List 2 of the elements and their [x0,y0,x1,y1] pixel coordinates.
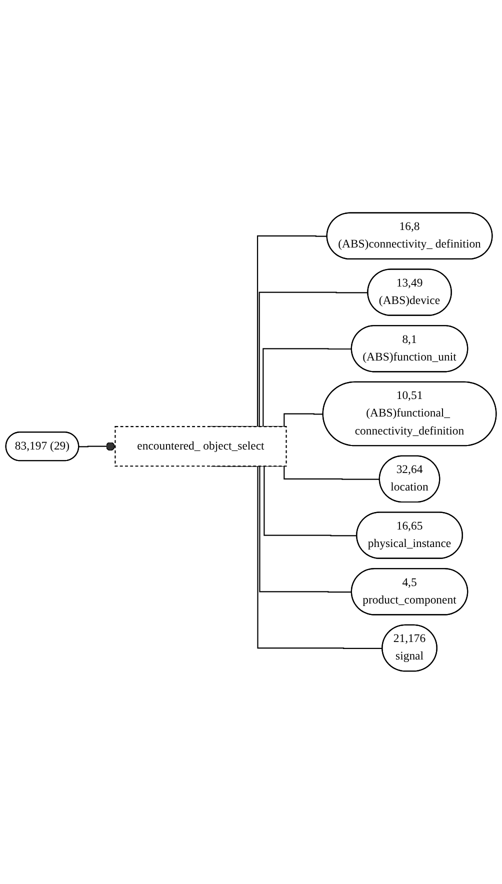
connector [78,442,116,451]
node-box: encountered_ object_select [114,426,287,467]
